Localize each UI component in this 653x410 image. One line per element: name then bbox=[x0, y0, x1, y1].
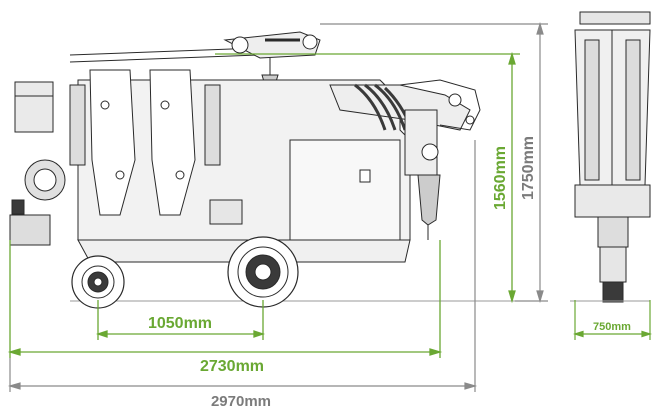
front-wheel bbox=[227, 236, 299, 308]
dim-wheelbase-label: 1050mm bbox=[148, 315, 212, 332]
front-boom bbox=[329, 79, 481, 240]
dimension-lines bbox=[7, 21, 653, 392]
engine-cover bbox=[289, 139, 401, 246]
winch-housing bbox=[14, 81, 54, 133]
dim-overall-length-label: 2970mm bbox=[211, 393, 271, 410]
side-view-crane bbox=[9, 31, 515, 309]
dim-body-length-label: 2730mm bbox=[200, 358, 264, 375]
outrigger-legs bbox=[69, 69, 221, 216]
rear-wheel bbox=[71, 255, 125, 309]
dim-height-label: 1560mm bbox=[492, 146, 509, 210]
dim-overall-height-label: 1750mm bbox=[520, 136, 537, 200]
front-view-crane bbox=[570, 11, 651, 303]
dim-width-label: 750mm bbox=[593, 321, 631, 333]
